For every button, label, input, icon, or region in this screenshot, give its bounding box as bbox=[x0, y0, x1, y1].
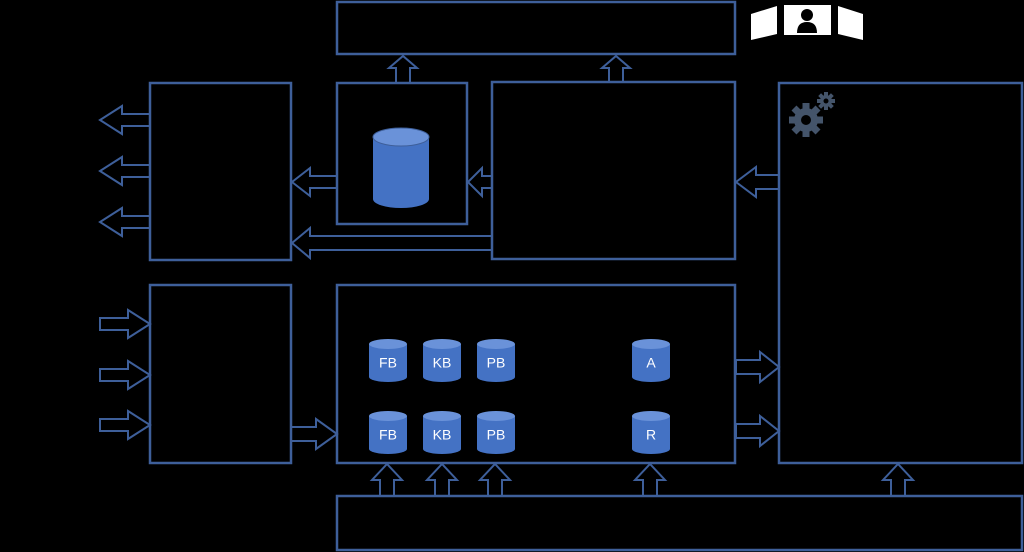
cylinder-label: A bbox=[646, 355, 656, 371]
cylinder-label: KB bbox=[433, 427, 452, 443]
db-to-top-arrow bbox=[386, 54, 420, 84]
db-to-output-arrow bbox=[290, 165, 338, 199]
left-output-arrow bbox=[98, 206, 151, 238]
cylinder-label: FB bbox=[379, 427, 397, 443]
cylinder-pb-top: PB bbox=[477, 339, 515, 382]
video-conference-icon bbox=[751, 5, 863, 40]
bottom-up-arrow bbox=[424, 462, 460, 497]
cylinder-r: R bbox=[632, 411, 670, 454]
left-input-arrow bbox=[99, 308, 152, 340]
cylinder-label: FB bbox=[379, 355, 397, 371]
cylinder-label: R bbox=[646, 427, 656, 443]
bottom-up-arrow bbox=[632, 462, 668, 497]
knowledge-to-control-arrow bbox=[735, 349, 781, 385]
processing-box bbox=[490, 80, 737, 261]
cylinder-fb-top: FB bbox=[369, 339, 407, 382]
knowledge-to-control-arrow bbox=[735, 413, 781, 449]
control-to-processing-arrow bbox=[734, 165, 780, 199]
left-input-arrow bbox=[99, 359, 152, 391]
processing-to-db-arrow bbox=[466, 165, 493, 199]
cylinder-a: A bbox=[632, 339, 670, 382]
left-input-box bbox=[148, 283, 293, 465]
left-output-arrow bbox=[98, 104, 151, 136]
cylinder-label: PB bbox=[487, 427, 506, 443]
processing-to-top-arrow bbox=[599, 54, 633, 83]
input-to-knowledge-arrow bbox=[290, 417, 339, 451]
bottom-up-arrow bbox=[369, 462, 405, 497]
control-box bbox=[777, 81, 1024, 465]
top-output-box bbox=[335, 0, 737, 56]
cylinder-fb-bottom: FB bbox=[369, 411, 407, 454]
left-output-arrow bbox=[98, 155, 151, 187]
processing-to-output-arrow bbox=[290, 225, 493, 261]
bottom-up-arrow bbox=[477, 462, 513, 497]
cylinder-label: PB bbox=[487, 355, 506, 371]
left-output-box bbox=[148, 81, 293, 262]
database-icon bbox=[372, 127, 430, 208]
cylinder-label: KB bbox=[433, 355, 452, 371]
cylinder-kb-top: KB bbox=[423, 339, 461, 382]
bottom-input-box bbox=[335, 494, 1024, 552]
bottom-up-arrow bbox=[880, 462, 916, 497]
left-input-arrow bbox=[99, 409, 152, 441]
cylinder-pb-bottom: PB bbox=[477, 411, 515, 454]
cylinder-kb-bottom: KB bbox=[423, 411, 461, 454]
gear-icon bbox=[789, 92, 835, 137]
